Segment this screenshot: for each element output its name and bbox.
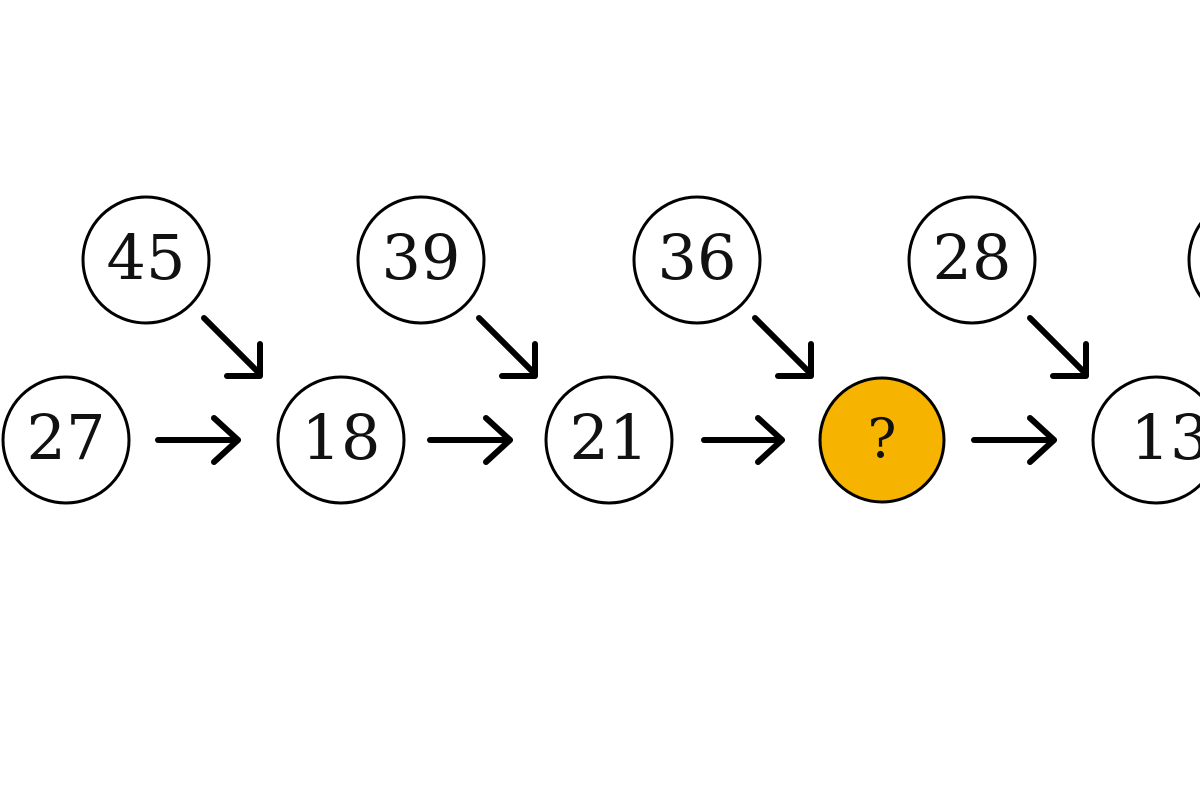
horizontal-arrow	[701, 415, 785, 465]
top-node-circle	[356, 195, 486, 325]
bottom-node-partial: 13	[1091, 375, 1200, 505]
diagonal-arrow	[1027, 315, 1089, 379]
top-node: 45	[81, 195, 211, 325]
bottom-node-label-partial: 13	[1131, 401, 1200, 474]
top-node-label: 45	[107, 221, 186, 294]
bottom-node-circle	[1, 375, 131, 505]
top-node: 28	[907, 195, 1037, 325]
diagonal-arrow	[752, 315, 814, 379]
bottom-node-label: 18	[302, 401, 381, 474]
bottom-node: 21	[544, 375, 674, 505]
diagonal-arrow	[476, 315, 538, 379]
bottom-node-circle	[276, 375, 406, 505]
unknown-node-label: ?	[868, 407, 897, 470]
diagonal-arrow	[201, 315, 263, 379]
top-node-circle-partial	[1187, 221, 1200, 299]
top-node-label: 28	[933, 221, 1012, 294]
horizontal-arrow	[971, 415, 1057, 465]
bottom-node: 27	[1, 375, 131, 505]
top-node-label: 39	[382, 221, 461, 294]
top-node-circle	[907, 195, 1037, 325]
bottom-node-circle	[544, 375, 674, 505]
top-node: 36	[632, 195, 762, 325]
unknown-node-circle	[818, 376, 946, 504]
bottom-node-circle-partial	[1091, 375, 1200, 505]
top-node-circle	[632, 195, 762, 325]
bottom-node: 18	[276, 375, 406, 505]
top-node: 39	[356, 195, 486, 325]
horizontal-arrow	[427, 415, 513, 465]
top-node-circle	[81, 195, 211, 325]
top-node-label: 36	[658, 221, 737, 294]
top-node-partial	[1187, 221, 1200, 299]
unknown-node: ?	[818, 376, 946, 504]
bottom-node-label: 21	[570, 401, 649, 474]
horizontal-arrow	[155, 415, 241, 465]
bottom-node-label: 27	[27, 401, 106, 474]
